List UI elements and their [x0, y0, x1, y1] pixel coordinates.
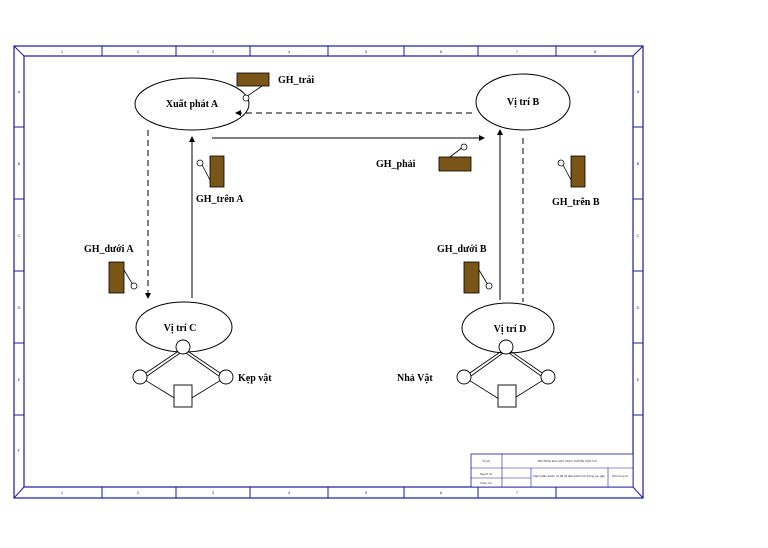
node-pos-c-label: Vị trí C [164, 323, 197, 334]
row-label: D [18, 305, 21, 310]
corner-mark [632, 45, 644, 57]
switch-lever [123, 269, 134, 286]
limit-switch-bottom-a [108, 261, 138, 294]
col-label: 7 [516, 49, 519, 54]
col-label: 8 [594, 49, 597, 54]
gripper-joint-left [456, 369, 472, 385]
row-label: E [18, 377, 21, 382]
switch-lever [478, 269, 489, 286]
corner-mark [13, 486, 25, 499]
switch-roller [130, 282, 138, 290]
title-cell: Số lượng tờ [612, 474, 628, 478]
row-label: B [18, 161, 21, 166]
gripper-pivot [498, 339, 514, 355]
label-gh-top-a: GH_trên A [196, 194, 244, 205]
switch-body [236, 72, 270, 87]
label-release: Nhả Vật [397, 373, 433, 384]
switch-body [108, 261, 125, 294]
switch-body [463, 261, 480, 294]
gripper-joint-right [540, 369, 556, 385]
corner-mark [13, 45, 25, 57]
limit-switch-right [438, 143, 472, 172]
switch-lever [449, 146, 464, 158]
col-label: 5 [365, 49, 368, 54]
node-start-a [134, 77, 250, 131]
row-label: A [18, 89, 21, 94]
col-label: 4 [288, 490, 291, 495]
title-block: Tờ số Người vẽ Kiểm tra Số lượng tờ TRƯỜ… [470, 453, 634, 488]
col-label: 5 [365, 490, 368, 495]
switch-roller [557, 159, 565, 167]
limit-switch-top-a [196, 155, 225, 188]
node-pos-b [475, 73, 571, 131]
col-label: 6 [440, 490, 443, 495]
label-gh-top-b: GH_trên B [552, 197, 600, 208]
row-label: B [637, 161, 640, 166]
row-label: A [637, 89, 640, 94]
released-object [497, 384, 517, 408]
switch-roller [196, 159, 204, 167]
gripper-pivot [175, 339, 191, 355]
row-label: C [18, 233, 21, 238]
col-label: 3 [212, 49, 215, 54]
col-label: 1 [61, 49, 64, 54]
gripper-joint-right [218, 369, 234, 385]
switch-body [438, 156, 472, 172]
drawing-frame: 1 2 3 4 5 6 7 8 1 2 3 4 5 6 7 A B C D E … [13, 45, 644, 499]
drawing-description: Mạch điều khiển và đồ thị điều khiển hệ … [533, 473, 605, 478]
row-label: F [18, 448, 21, 453]
node-pos-d-label: Vị trí D [494, 324, 527, 335]
limit-switch-bottom-b [463, 261, 493, 294]
label-gh-left: GH_trái [278, 75, 314, 86]
row-label: E [637, 377, 640, 382]
switch-lever [200, 162, 211, 181]
title-cell: Tờ số [482, 459, 490, 463]
col-label: 1 [61, 490, 64, 495]
corner-mark [632, 486, 644, 499]
col-label: 6 [440, 49, 443, 54]
col-label: 2 [137, 490, 140, 495]
label-gh-bottom-b: GH_dưới B [437, 244, 487, 255]
switch-roller [485, 282, 493, 290]
switch-lever [561, 162, 572, 181]
row-label: C [637, 233, 640, 238]
switch-roller [242, 94, 250, 102]
limit-switch-left [236, 72, 270, 102]
label-gh-right: GH_phải [376, 159, 416, 170]
limit-switch-top-b [557, 155, 586, 188]
node-start-a-label: Xuất phát A [166, 99, 219, 110]
col-label: 4 [288, 49, 291, 54]
row-label: D [637, 305, 640, 310]
school-name: TRƯỜNG ĐẠI HỌC GIAO THÔNG VẬN TẢI [537, 458, 597, 463]
col-label: 3 [212, 490, 215, 495]
label-grip: Kẹp vật [238, 373, 272, 384]
gripper-at-d [456, 339, 556, 408]
title-cell: Kiểm tra [480, 481, 492, 485]
title-cell: Người vẽ [480, 472, 493, 476]
col-label: 7 [516, 490, 519, 495]
switch-body [570, 155, 586, 188]
label-gh-bottom-a: GH_dưới A [84, 244, 134, 255]
col-label: 2 [137, 49, 140, 54]
gripper-joint-left [132, 369, 148, 385]
switch-lever [245, 85, 263, 98]
node-pos-b-label: Vị trí B [507, 97, 540, 108]
switch-body [209, 155, 225, 188]
gripper-at-c [132, 339, 234, 408]
switch-roller [460, 143, 468, 151]
gripped-object [173, 384, 193, 408]
